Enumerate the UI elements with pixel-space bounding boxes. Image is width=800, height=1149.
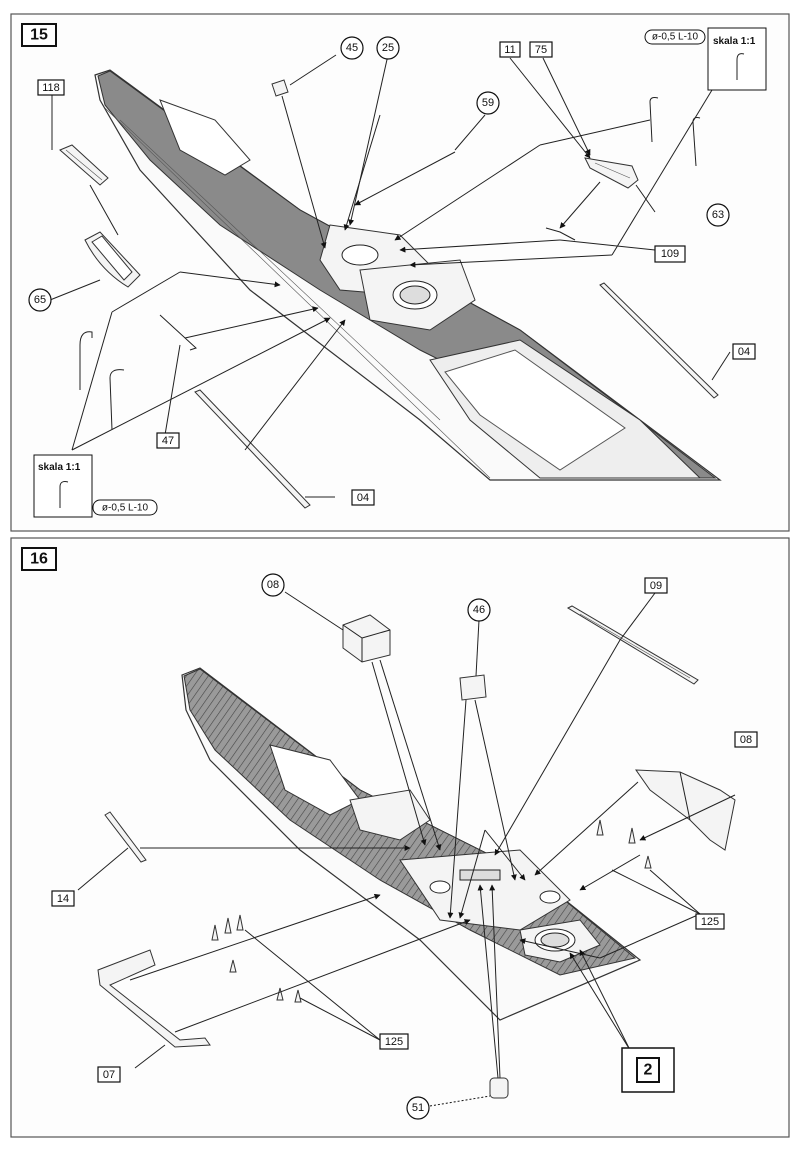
- step-15-leader-lines: [49, 54, 731, 498]
- label-46: 46: [467, 598, 491, 622]
- hull-step-16: [181, 667, 642, 1021]
- svg-text:11: 11: [504, 44, 515, 56]
- label-51: 51: [406, 1096, 430, 1120]
- forecastle-opening-16: [269, 744, 361, 816]
- svg-text:75: 75: [535, 44, 547, 56]
- scale-box-top: skala 1:1 ø-0,5 L-10: [644, 27, 767, 91]
- label-47: 47: [156, 432, 180, 449]
- label-08-top: 08: [261, 573, 285, 597]
- platform-part-07: [97, 949, 211, 1048]
- step-16-leader-lines: [77, 591, 736, 1107]
- hull-step-15: [94, 69, 722, 481]
- svg-text:45: 45: [346, 42, 358, 54]
- svg-text:15: 15: [30, 27, 48, 44]
- bridge-deck-16: [349, 789, 431, 841]
- dinghy-part-118: [59, 144, 109, 186]
- step-16-number: 16: [21, 547, 57, 571]
- label-04-bottom: 04: [351, 489, 375, 506]
- svg-text:08: 08: [740, 734, 752, 746]
- svg-text:47: 47: [162, 435, 174, 447]
- forecastle-opening: [159, 99, 251, 176]
- svg-text:109: 109: [661, 248, 679, 260]
- label-11: 11: [499, 41, 521, 58]
- label-75: 75: [529, 41, 553, 58]
- label-09: 09: [644, 577, 668, 594]
- davit-parts: [79, 97, 701, 431]
- block-part-46: [459, 674, 487, 701]
- label-25: 25: [376, 36, 400, 60]
- svg-text:59: 59: [482, 97, 494, 109]
- cube-part-08: [342, 614, 391, 663]
- label-125-right: 125: [695, 913, 725, 930]
- label-65: 65: [28, 288, 52, 312]
- svg-text:65: 65: [34, 294, 46, 306]
- svg-text:118: 118: [42, 82, 60, 94]
- svg-text:125: 125: [701, 916, 719, 928]
- svg-text:09: 09: [650, 580, 662, 592]
- label-125-left: 125: [379, 1033, 409, 1050]
- svg-text:ø-0,5 L-10: ø-0,5 L-10: [652, 32, 699, 43]
- svg-text:07: 07: [103, 1069, 115, 1081]
- svg-text:14: 14: [57, 893, 69, 905]
- rail-strip-parts: [194, 282, 719, 509]
- reference-box-2: 2: [621, 1047, 675, 1093]
- platform-part-08: [635, 769, 736, 851]
- bracket-parts-125: [211, 819, 652, 1003]
- label-14: 14: [51, 890, 75, 907]
- svg-text:2: 2: [644, 1062, 653, 1079]
- step-15-panel: 15: [10, 13, 790, 532]
- cube-part-45: [271, 79, 289, 97]
- step-16-panel: 16: [10, 537, 790, 1138]
- svg-text:ø-0,5 L-10: ø-0,5 L-10: [102, 503, 149, 514]
- svg-text:04: 04: [738, 346, 750, 358]
- svg-text:63: 63: [712, 209, 724, 221]
- rail-part-14: [104, 811, 147, 863]
- svg-text:skala 1:1: skala 1:1: [38, 462, 81, 473]
- scale-box-bottom: skala 1:1 ø-0,5 L-10: [33, 454, 158, 518]
- label-07: 07: [97, 1066, 121, 1083]
- cylinder-part-51: [489, 1077, 509, 1099]
- label-59: 59: [476, 91, 500, 115]
- label-118: 118: [37, 79, 65, 96]
- step-15-number: 15: [21, 23, 57, 47]
- rail-part-09: [566, 605, 699, 685]
- svg-text:46: 46: [473, 604, 485, 616]
- svg-text:125: 125: [385, 1036, 403, 1048]
- svg-text:51: 51: [412, 1102, 424, 1114]
- svg-text:25: 25: [382, 42, 394, 54]
- svg-text:08: 08: [267, 579, 279, 591]
- boat-part-63: [584, 157, 639, 189]
- svg-text:16: 16: [30, 551, 48, 568]
- label-109: 109: [654, 245, 686, 263]
- svg-text:04: 04: [357, 492, 369, 504]
- label-63: 63: [706, 203, 730, 227]
- label-08-right: 08: [734, 731, 758, 748]
- svg-text:skala 1:1: skala 1:1: [713, 36, 756, 47]
- label-45: 45: [340, 36, 364, 60]
- boat-part-65: [84, 231, 141, 288]
- label-04-right: 04: [732, 343, 756, 360]
